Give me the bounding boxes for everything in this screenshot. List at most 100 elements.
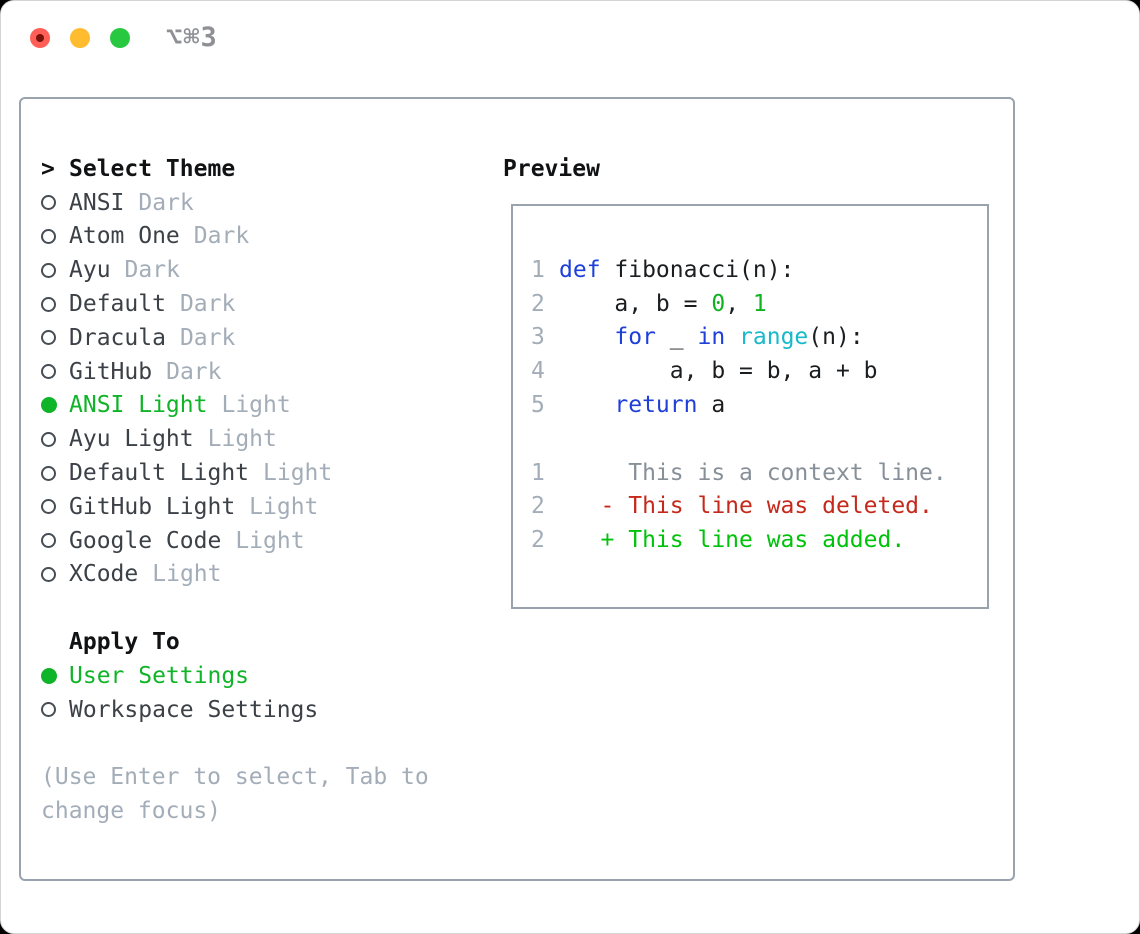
code-text: a, b = b, a + b — [559, 358, 878, 385]
code-line: 3 for _ in range(n): — [531, 321, 947, 355]
code-text: a, b = 0, 1 — [559, 290, 767, 317]
hint-label: change focus) — [41, 798, 222, 825]
minimize-button[interactable] — [70, 28, 90, 48]
code-text: + This line was added. — [559, 527, 906, 554]
radio-icon — [41, 566, 56, 582]
theme-option[interactable]: Default Light Light — [41, 456, 429, 490]
theme-name: ANSI Light — [69, 392, 208, 419]
radio-icon — [41, 195, 56, 211]
theme-name: XCode — [69, 561, 139, 588]
hint-line: change focus) — [41, 794, 429, 828]
line-number: 4 — [531, 358, 545, 385]
radio-gutter — [41, 702, 69, 718]
theme-name: Google Code — [69, 527, 222, 554]
theme-variant-tag: Dark — [179, 324, 236, 351]
theme-variant-tag: Dark — [166, 358, 222, 385]
radio-icon — [41, 262, 56, 278]
code-text: This is a context line. — [559, 459, 947, 486]
theme-variant-tag: Light — [152, 561, 222, 588]
theme-name: GitHub Light — [69, 493, 236, 520]
line-number: 3 — [531, 324, 545, 351]
radio-gutter — [41, 566, 69, 582]
line-number: 1 — [531, 459, 545, 486]
radio-gutter — [41, 533, 69, 549]
close-button[interactable] — [30, 28, 50, 48]
apply-option-name: Workspace Settings — [69, 696, 319, 723]
theme-name: ANSI — [69, 189, 125, 216]
theme-variant-tag: Light — [235, 527, 305, 554]
apply-to-option[interactable]: Workspace Settings — [41, 693, 429, 727]
spacer — [41, 727, 429, 761]
radio-icon — [41, 431, 56, 447]
code-line: 2 + This line was added. — [531, 523, 947, 557]
blank-line — [531, 422, 947, 456]
theme-name: GitHub — [69, 358, 153, 385]
code-line: 4 a, b = b, a + b — [531, 354, 947, 388]
apply-to-option[interactable]: User Settings — [41, 659, 429, 693]
window-title: ⌥⌘3 — [166, 22, 218, 53]
theme-name: Dracula — [69, 324, 166, 351]
radio-icon — [41, 465, 56, 481]
select-theme-title: Select Theme — [69, 155, 236, 182]
caret-icon: > — [41, 155, 55, 182]
zoom-button[interactable] — [110, 28, 130, 48]
line-number: 2 — [531, 493, 545, 520]
apply-option-name: User Settings — [69, 662, 250, 689]
theme-name: Default — [69, 291, 166, 318]
theme-option[interactable]: Default Dark — [41, 287, 429, 321]
theme-option[interactable]: GitHub Dark — [41, 355, 429, 389]
line-number: 1 — [531, 256, 545, 283]
spacer — [41, 591, 429, 625]
close-dot-icon — [36, 34, 44, 42]
code-line: 1 def fibonacci(n): — [531, 253, 947, 287]
hint-text: (Use Enter to select, Tab to change focus… — [41, 760, 429, 828]
radio-gutter — [41, 330, 69, 346]
theme-option[interactable]: XCode Light — [41, 558, 429, 592]
theme-variant-tag: Light — [249, 493, 319, 520]
radio-icon — [41, 702, 56, 718]
theme-option[interactable]: Google Code Light — [41, 524, 429, 558]
theme-name: Default Light — [69, 460, 250, 487]
radio-gutter — [41, 431, 69, 447]
theme-variant-tag: Dark — [193, 223, 250, 250]
line-number: 2 — [531, 290, 545, 317]
radio-icon — [41, 296, 56, 312]
code-line: 2 - This line was deleted. — [531, 490, 947, 524]
theme-variant-tag: Light — [263, 460, 333, 487]
theme-option[interactable]: GitHub Light Light — [41, 490, 429, 524]
radio-selected-icon — [41, 397, 57, 414]
theme-variant-tag: Dark — [124, 257, 180, 284]
code-text: return a — [614, 392, 726, 419]
radio-gutter — [41, 296, 69, 312]
radio-gutter — [41, 499, 69, 515]
radio-icon — [41, 533, 56, 549]
preview-code: 1 def fibonacci(n): 2 a, b = 0, 1 3 for _ i… — [531, 253, 947, 557]
theme-option[interactable]: Dracula Dark — [41, 321, 429, 355]
code-line: 5 return a — [531, 388, 947, 422]
preview-header: Preview — [503, 155, 600, 182]
radio-selected-icon — [41, 667, 57, 684]
radio-gutter — [41, 228, 69, 244]
apply-to-title: Apply To — [69, 629, 180, 656]
radio-icon — [41, 330, 56, 346]
radio-gutter — [41, 195, 69, 211]
radio-icon — [41, 364, 56, 380]
code-line: 1 This is a context line. — [531, 456, 947, 490]
radio-gutter — [41, 397, 69, 414]
hint-label: (Use Enter to select, Tab to — [41, 764, 429, 791]
theme-variant-tag: Dark — [179, 291, 236, 318]
apply-to-header: Apply To — [41, 625, 429, 659]
window-controls — [30, 28, 130, 48]
code-text: - This line was deleted. — [559, 493, 933, 520]
code-text: def fibonacci(n): — [559, 256, 795, 283]
